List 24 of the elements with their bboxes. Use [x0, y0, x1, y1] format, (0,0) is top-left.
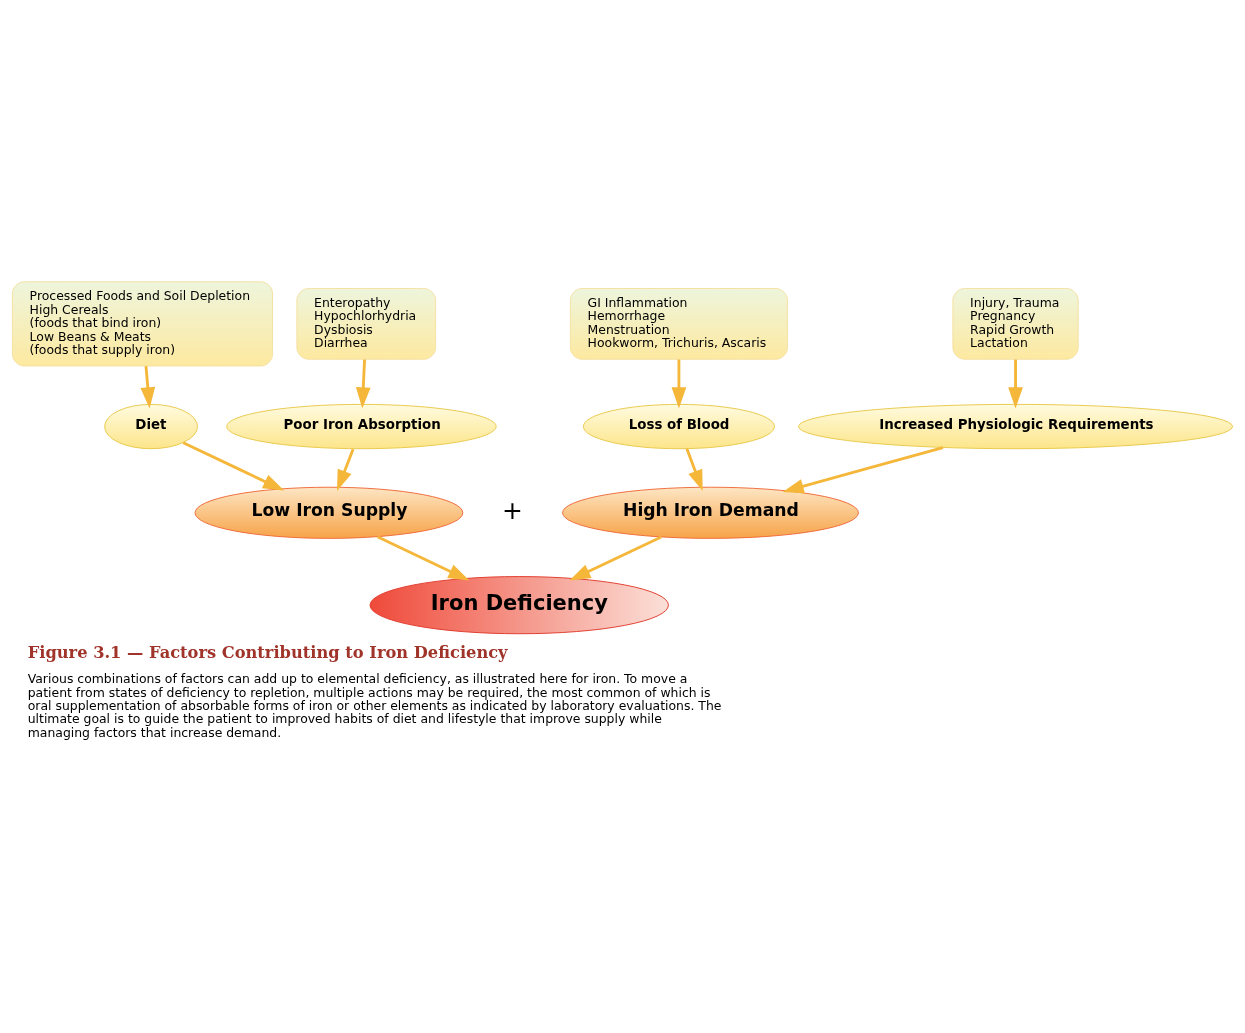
node-ellipse: Iron Deficiency [369, 576, 669, 635]
arrow [182, 441, 285, 491]
arrow [1008, 359, 1023, 409]
arrow [685, 448, 703, 492]
arrow [671, 359, 687, 409]
node-ellipse: Increased Physiologic Requirements [798, 403, 1234, 450]
node-box: Processed Foods and Soil Depletion High Cereals (foods that bind iron) Low Beans & Meats (foods that supply iron) [11, 281, 273, 367]
node-box: Enteropathy Hypochlorhydria Dysbiosis Diarrhea [296, 288, 437, 360]
node-ellipse: Loss of Blood [582, 403, 775, 450]
label: + [502, 495, 523, 525]
arrow [376, 535, 470, 581]
node-ellipse: Low Iron Supply [194, 486, 464, 539]
node-ellipse: Poor Iron Absorption [226, 403, 497, 450]
node-box: Injury, Trauma Pregnancy Rapid Growth Lactation [952, 288, 1079, 360]
node-ellipse: High Iron Demand [562, 486, 859, 539]
arrow [569, 535, 662, 581]
arrow [336, 448, 355, 491]
arrow [782, 446, 944, 494]
caption: Various combinations of factors can add up to elemental deficiency, as illustrated here for iron. To move a patient from states of deficiency to repletion, multiple actions may be required, the most common of which is oral supplementation of absorbable forms of iron or other elements as indicated by laboratory evaluations. The ultimate goal is to guide the patient to improved habits of diet and lifestyle that improve supply while managing factors that increase demand. [27, 671, 722, 740]
diagram-title: Figure 3.1 — Factors Contributing to Iron Deficiency [27, 642, 508, 662]
node-box: GI Inflammation Hemorrhage Menstruation Hookworm, Trichuris, Ascaris [569, 288, 788, 360]
node-ellipse: Diet [104, 403, 198, 450]
arrow [140, 366, 156, 409]
arrow [355, 359, 371, 409]
